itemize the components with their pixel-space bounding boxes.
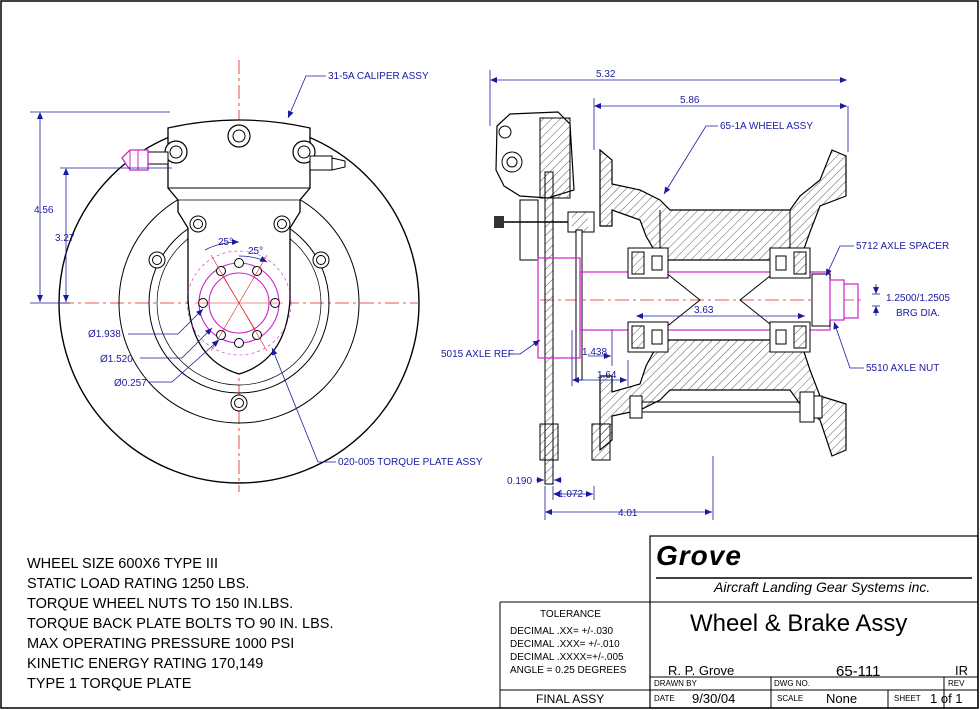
brg-dia-label: BRG DIA. — [896, 308, 940, 319]
general-notes: WHEEL SIZE 600X6 TYPE III STATIC LOAD RA… — [27, 554, 333, 694]
company-subtitle: Aircraft Landing Gear Systems inc. — [714, 579, 931, 595]
dia-hole: Ø0.257 — [114, 378, 147, 389]
note-line: TYPE 1 TORQUE PLATE — [27, 676, 192, 692]
tolerance-line: ANGLE = 0.25 DEGREES — [510, 665, 627, 676]
company-logo-text: Grove — [656, 540, 742, 571]
note-line: MAX OPERATING PRESSURE 1000 PSI — [27, 636, 295, 652]
dwg-no-value: 65-111 — [836, 663, 881, 680]
caliper-assy-label: 31-5A CALIPER ASSY — [328, 71, 429, 82]
dim-164: 1.64 — [597, 370, 617, 381]
date-value: 9/30/04 — [692, 691, 736, 706]
angle-b-label: 25° — [248, 246, 263, 257]
brake-line-fitting — [121, 149, 169, 171]
caliper-body — [167, 119, 311, 375]
final-assy-label: FINAL ASSY — [536, 692, 605, 706]
through-bolt — [629, 391, 823, 423]
axle-spacer-label: 5712 AXLE SPACER — [856, 241, 949, 252]
dim-bearing-span: 3.63 — [694, 305, 714, 316]
note-line: KINETIC ENERGY RATING 170,149 — [27, 656, 264, 672]
bearing-left — [627, 247, 669, 353]
dim-0190: 0.190 — [507, 476, 532, 487]
axle-spacer — [811, 273, 831, 327]
note-line: WHEEL SIZE 600X6 TYPE III — [27, 556, 218, 572]
brg-dia-value: 1.2500/1.2505 — [886, 293, 950, 304]
rev-value: IR — [955, 663, 968, 678]
dim-caliper-width: 5.32 — [596, 69, 616, 80]
date-label: DATE — [654, 694, 675, 703]
drawn-by-value: R. P. Grove — [668, 663, 735, 678]
wheel-bolt-holes — [148, 251, 330, 412]
torque-plate-label: 020-005 TORQUE PLATE ASSY — [338, 457, 483, 468]
note-line: STATIC LOAD RATING 1250 LBS. — [27, 576, 250, 592]
wheel-assy-label: 65-1A WHEEL ASSY — [720, 121, 813, 132]
dim-axle-ref: 1.438 — [582, 347, 607, 358]
bearing-right — [769, 247, 811, 353]
dim-overall-height: 4.56 — [34, 205, 54, 216]
axle-nut — [829, 279, 845, 321]
axle-ref — [537, 257, 581, 359]
hub-holes — [198, 258, 280, 348]
scale-value: None — [826, 691, 858, 706]
sheet-label: SHEET — [894, 694, 921, 703]
tolerance-line: DECIMAL .XXX= +/-.010 — [510, 639, 620, 650]
angle-a-label: 25° — [218, 237, 233, 248]
tolerance-line: DECIMAL .XXXX=+/-.005 — [510, 652, 624, 663]
tolerance-line: DECIMAL .XX= +/-.030 — [510, 626, 614, 637]
dwg-no-label: DWG NO. — [774, 679, 810, 688]
note-line: TORQUE BACK PLATE BOLTS TO 90 IN. LBS. — [27, 616, 334, 632]
bleeder-valve — [309, 155, 346, 171]
dim-401: 4.01 — [618, 508, 638, 519]
dia-bore: Ø1.520 — [100, 354, 133, 365]
side-view: 5.32 5.86 65-1A WHEEL ASSY 5712 AXLE SPA… — [441, 69, 950, 520]
note-line: TORQUE WHEEL NUTS TO 150 IN.LBS. — [27, 596, 294, 612]
tolerance-label: TOLERANCE — [540, 609, 601, 620]
drawn-by-label: DRAWN BY — [654, 679, 697, 688]
brake-disc-section — [544, 171, 554, 485]
dim-1072: 1.072 — [558, 489, 583, 500]
title-block — [499, 535, 979, 709]
drawing-title: Wheel & Brake Assy — [690, 610, 908, 637]
sheet-value: 1 of 1 — [930, 691, 963, 706]
axle-shaft — [579, 271, 831, 331]
front-view: 25° 25° 4.56 3.27 Ø1.938 Ø1.520 Ø0.257 3… — [30, 60, 483, 492]
dim-overall-width: 5.86 — [680, 95, 700, 106]
axle-ref-label: 5015 AXLE REF — [441, 349, 514, 360]
rev-label: REV — [948, 679, 965, 688]
side-caliper — [494, 111, 595, 261]
axle-nut-label: 5510 AXLE NUT — [866, 363, 939, 374]
scale-label: SCALE — [777, 694, 804, 703]
wheel-half-bottom — [599, 339, 847, 457]
dim-caliper-height: 3.27 — [55, 233, 75, 244]
wheel-half-top — [599, 148, 847, 261]
dia-bolt-circle: Ø1.938 — [88, 329, 121, 340]
